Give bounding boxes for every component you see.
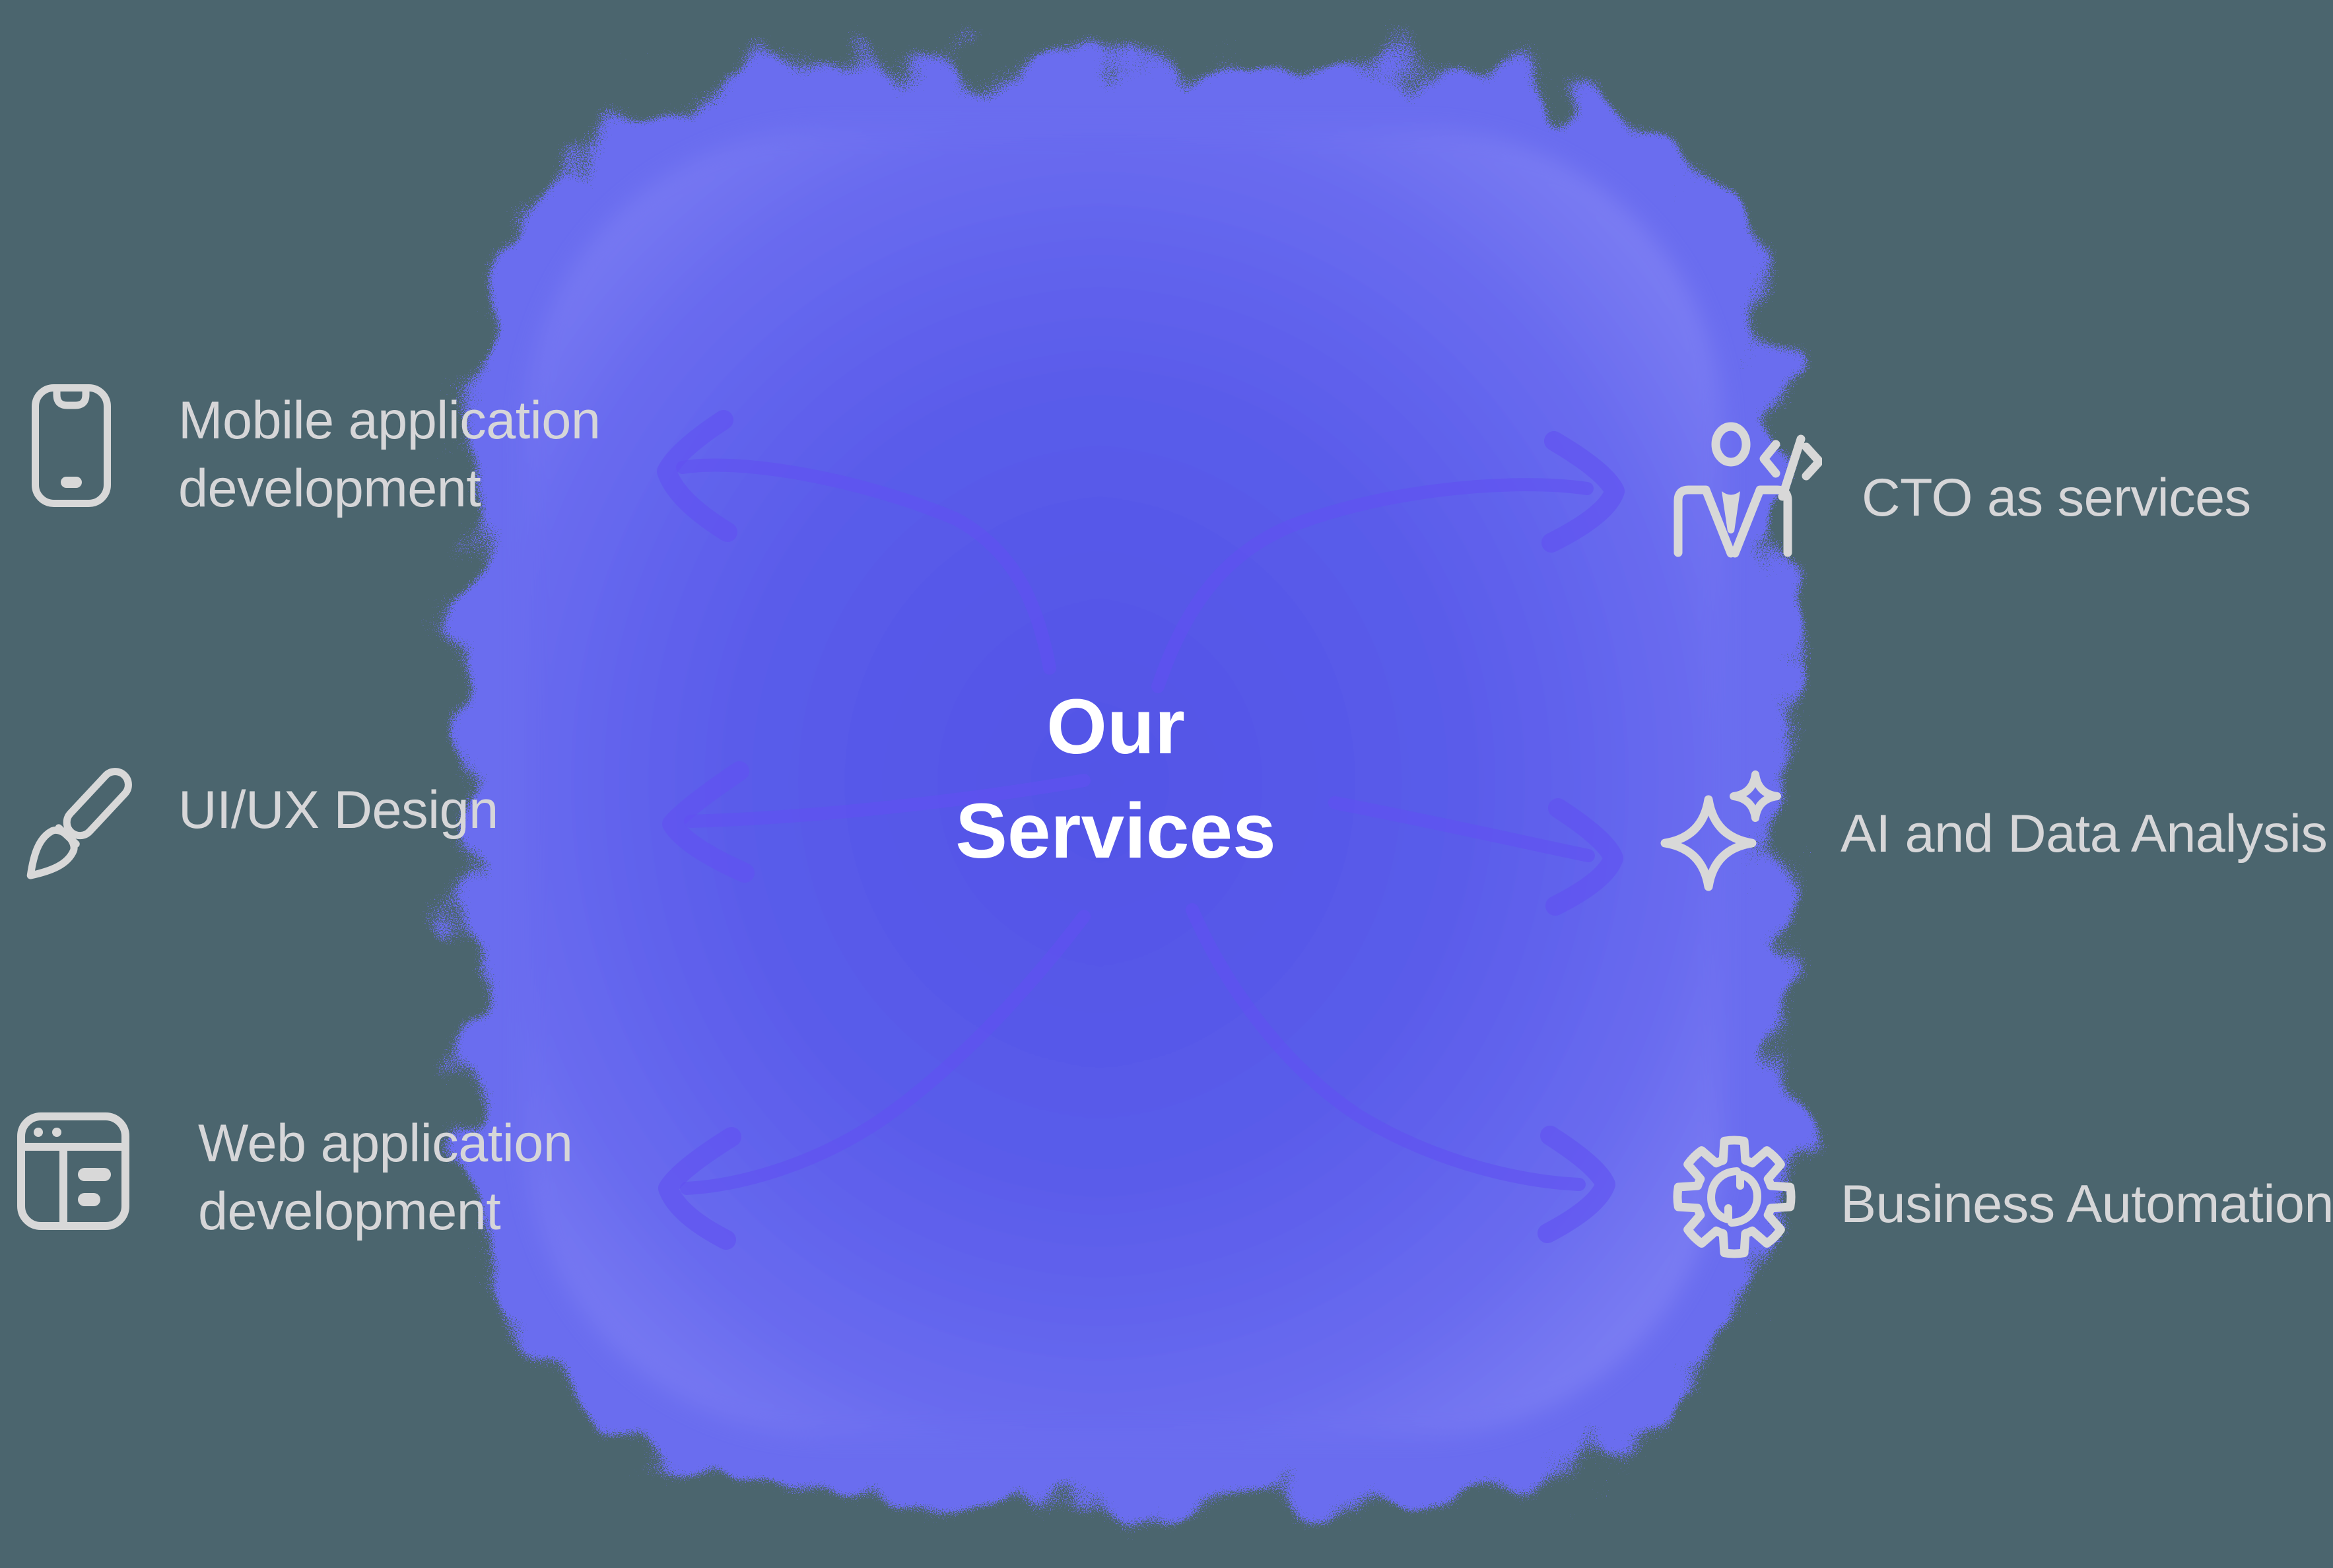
service-uiux-label: UI/UX Design xyxy=(178,780,498,840)
service-ai-label: AI and Data Analysis xyxy=(1841,804,2328,864)
arrowhead-web xyxy=(658,1127,741,1250)
browser-window-icon xyxy=(17,1112,129,1230)
service-blob xyxy=(525,129,1723,1436)
title-line-1: Our xyxy=(1046,683,1185,770)
service-cto xyxy=(1670,413,1822,558)
cto-person-code-icon xyxy=(1674,422,1822,558)
arrowhead-cto xyxy=(1541,431,1625,553)
arrow-to-web-development xyxy=(680,910,1091,1195)
service-web-development xyxy=(17,1112,129,1230)
arrowhead-automation xyxy=(1538,1126,1615,1243)
service-uiux-design xyxy=(12,751,137,897)
arrow-to-ai-analysis xyxy=(1328,796,1595,862)
diagram-title: Our Services xyxy=(885,675,1347,883)
service-business-automation xyxy=(1672,1134,1797,1260)
arrowhead-uiux xyxy=(662,761,755,883)
title-line-2: Services xyxy=(955,788,1276,875)
ai-sparkles-icon xyxy=(1660,770,1781,891)
arrowhead-ai xyxy=(1545,798,1623,916)
automation-gear-icon xyxy=(1673,1136,1796,1258)
arrow-to-business-automation xyxy=(1186,903,1586,1191)
service-mobile-label: Mobile application development xyxy=(178,391,601,518)
arrowhead-mobile xyxy=(657,410,737,542)
arrow-to-cto-services xyxy=(1151,478,1594,693)
service-ai-analysis xyxy=(1650,759,1796,904)
service-cto-label: CTO as services xyxy=(1862,468,2251,528)
smartphone-icon xyxy=(32,384,111,507)
arrow-to-mobile-development xyxy=(676,458,1056,675)
service-automation-label: Business Automation xyxy=(1841,1175,2333,1234)
paintbrush-icon xyxy=(26,768,132,879)
service-mobile-development xyxy=(32,384,111,507)
service-web-label: Web application development xyxy=(198,1114,573,1241)
arrow-to-uiux-design xyxy=(684,774,1091,828)
